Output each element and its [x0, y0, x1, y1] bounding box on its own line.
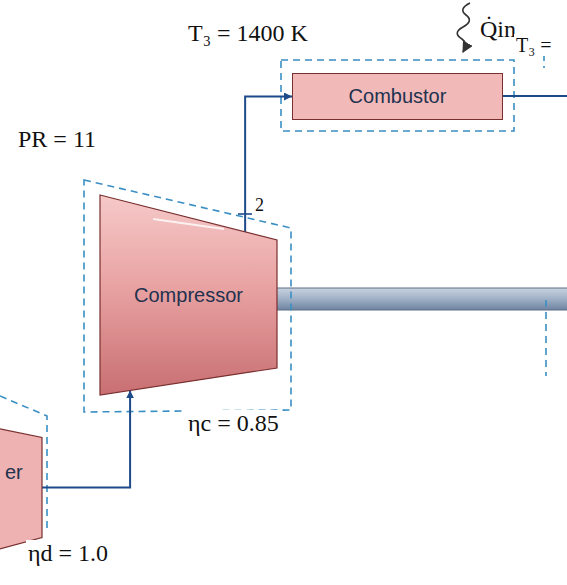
state-number: 2: [253, 196, 266, 216]
combustor-box: Combustor: [292, 73, 503, 120]
control-volume: [545, 300, 547, 376]
node-title: Combustor: [349, 85, 447, 108]
flow-arrow: [245, 97, 292, 232]
control-volume: [281, 60, 514, 131]
heat-arrow: [457, 3, 470, 52]
control-volume: [84, 180, 291, 412]
efficiency-label: ηd = 1.0: [26, 540, 110, 566]
temperature-label: T₃ =: [514, 34, 553, 56]
diffuser-shape: er: [0, 425, 42, 550]
compressor-shape: Compressor: [100, 195, 277, 395]
diffuser-outline: [0, 425, 42, 550]
heat-label: Q̇in: [478, 16, 518, 42]
node-title: er: [5, 461, 23, 484]
flow-arrow: [42, 390, 130, 487]
temperature-label: T₃ = 1400 K: [186, 20, 310, 46]
node-title: Compressor: [134, 284, 243, 307]
efficiency-label: ηc = 0.85: [186, 410, 281, 436]
shaft: [270, 288, 567, 310]
pressure-ratio-label: PR = 11: [16, 126, 98, 152]
flow-line: [503, 95, 567, 97]
